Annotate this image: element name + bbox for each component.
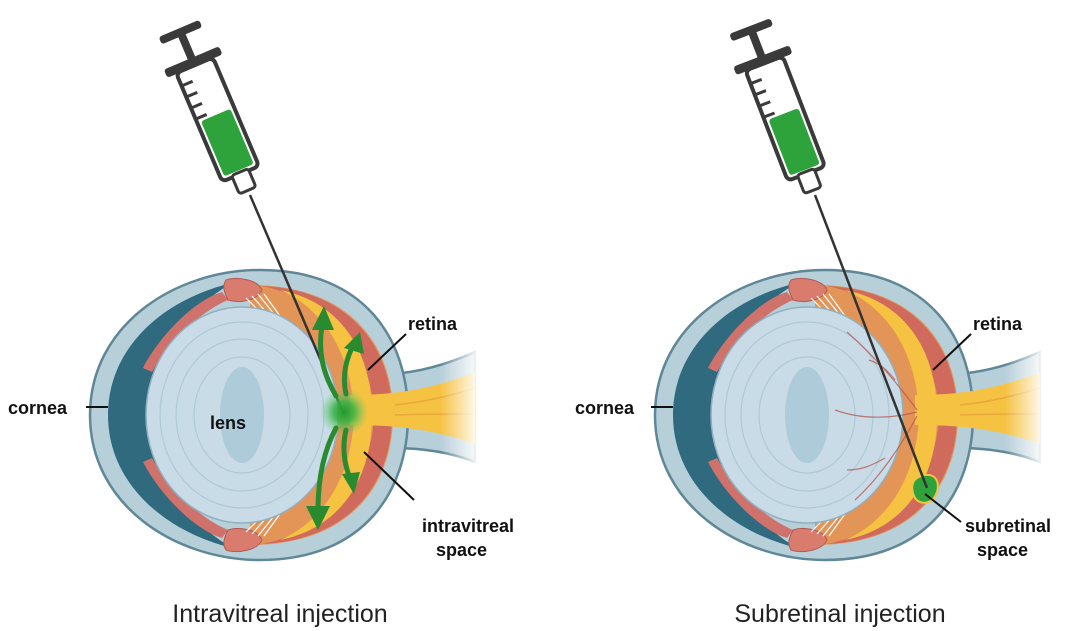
left-panel: cornea lens retina intravitreal space In… [8, 17, 514, 628]
label-space-line1: subretinal [965, 516, 1051, 536]
caption-left: Intravitreal injection [172, 600, 387, 628]
label-space-line2: space [436, 540, 487, 560]
caption-right: Subretinal injection [734, 600, 945, 628]
right-panel: cornea retina subretinal space Subretina… [575, 15, 1051, 628]
label-cornea: cornea [8, 398, 68, 418]
syringe-icon [151, 17, 275, 202]
label-lens: lens [210, 413, 246, 433]
label-space-line1: intravitreal [422, 516, 514, 536]
label-cornea: cornea [575, 398, 635, 418]
label-retina: retina [408, 314, 458, 334]
syringe-icon [722, 15, 841, 201]
label-space-line2: space [977, 540, 1028, 560]
subretinal-bleb [912, 475, 938, 503]
label-retina: retina [973, 314, 1023, 334]
